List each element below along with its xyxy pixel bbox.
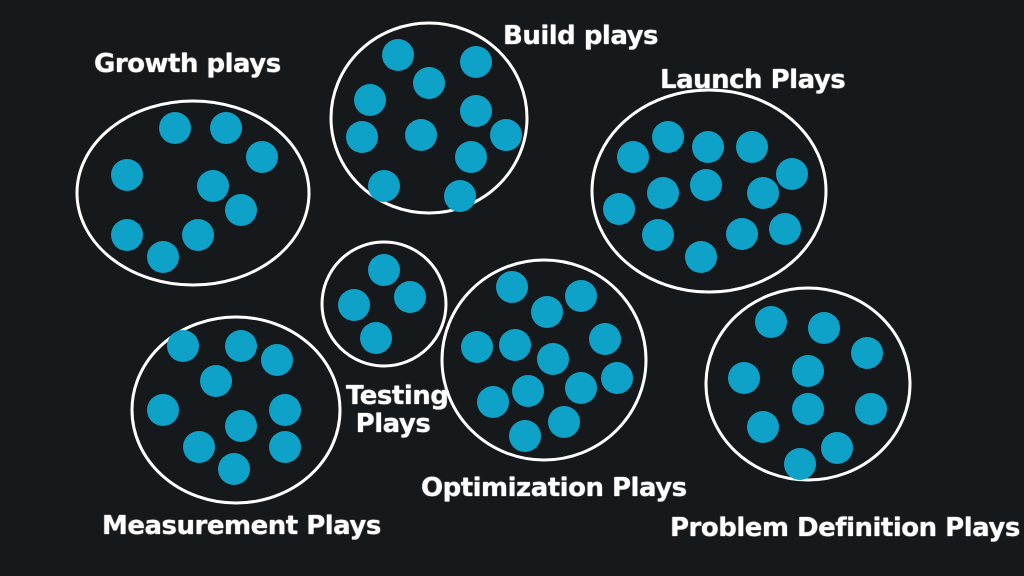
play-dot-measurement-9: [269, 431, 301, 463]
play-dot-problem-9: [821, 432, 853, 464]
play-dot-problem-2: [808, 312, 840, 344]
cluster-ring-growth: [75, 99, 311, 287]
play-dot-measurement-6: [269, 394, 301, 426]
play-dot-measurement-2: [225, 330, 257, 362]
label-measurement-plays: Measurement Plays: [102, 511, 381, 541]
play-dot-problem-7: [792, 393, 824, 425]
cluster-ring-problem: [704, 286, 912, 482]
label-growth-plays: Growth plays: [94, 49, 281, 79]
play-dot-launch-13: [685, 241, 717, 273]
play-dot-build-9: [455, 141, 487, 173]
play-dot-optimization-8: [601, 362, 633, 394]
play-dot-build-8: [490, 119, 522, 151]
play-dot-problem-8: [747, 411, 779, 443]
play-dot-build-6: [346, 121, 378, 153]
play-dot-launch-12: [642, 219, 674, 251]
play-dot-growth-7: [111, 219, 143, 251]
play-dot-testing-4: [360, 322, 392, 354]
play-dot-optimization-4: [461, 331, 493, 363]
play-dot-growth-6: [225, 194, 257, 226]
play-dot-launch-1: [652, 121, 684, 153]
play-dot-measurement-1: [167, 330, 199, 362]
play-dot-problem-4: [728, 362, 760, 394]
play-dot-optimization-7: [537, 343, 569, 375]
play-dot-launch-9: [603, 193, 635, 225]
label-testing-line-1: Testing: [346, 381, 449, 411]
play-dot-problem-6: [855, 393, 887, 425]
play-dot-testing-3: [394, 281, 426, 313]
play-dot-optimization-12: [548, 406, 580, 438]
play-dot-problem-10: [784, 448, 816, 480]
play-dot-build-5: [460, 95, 492, 127]
play-dot-measurement-4: [200, 365, 232, 397]
play-dot-growth-3: [246, 141, 278, 173]
play-dot-optimization-11: [477, 386, 509, 418]
label-testing-plays: Testing Plays: [346, 381, 449, 439]
play-dot-measurement-7: [225, 410, 257, 442]
play-dot-problem-1: [755, 306, 787, 338]
play-dot-growth-5: [197, 170, 229, 202]
play-dot-problem-5: [792, 355, 824, 387]
play-dot-growth-8: [182, 219, 214, 251]
play-dot-launch-4: [617, 141, 649, 173]
cluster-ring-optimization: [440, 258, 648, 462]
play-dot-launch-7: [690, 169, 722, 201]
play-dot-measurement-10: [218, 453, 250, 485]
label-build-plays: Build plays: [503, 21, 659, 51]
play-dot-build-7: [405, 119, 437, 151]
play-dot-build-2: [460, 46, 492, 78]
play-dot-launch-10: [726, 218, 758, 250]
play-dot-optimization-2: [565, 280, 597, 312]
play-dot-growth-9: [147, 241, 179, 273]
play-dot-optimization-10: [565, 372, 597, 404]
play-dot-measurement-8: [183, 431, 215, 463]
play-dot-optimization-9: [512, 375, 544, 407]
cluster-ring-build: [329, 21, 529, 215]
play-dot-growth-1: [159, 112, 191, 144]
play-dot-optimization-3: [531, 296, 563, 328]
label-problem-definition-plays: Problem Definition Plays: [670, 513, 1020, 543]
play-dot-build-3: [413, 67, 445, 99]
cluster-ring-measurement: [130, 315, 342, 505]
play-dot-build-11: [444, 180, 476, 212]
play-dot-optimization-6: [589, 323, 621, 355]
play-dot-optimization-13: [509, 420, 541, 452]
label-optimization-plays: Optimization Plays: [421, 473, 687, 503]
play-dot-launch-3: [736, 131, 768, 163]
play-dot-measurement-3: [261, 344, 293, 376]
play-dot-optimization-1: [496, 271, 528, 303]
play-dot-launch-5: [776, 158, 808, 190]
label-testing-line-2: Plays: [355, 409, 431, 439]
cluster-ring-launch: [590, 88, 828, 294]
label-launch-plays: Launch Plays: [660, 65, 846, 95]
play-dot-launch-11: [769, 213, 801, 245]
cluster-ring-testing: [320, 240, 448, 368]
play-dot-launch-8: [747, 177, 779, 209]
play-dot-launch-6: [647, 177, 679, 209]
play-dot-build-10: [368, 170, 400, 202]
play-dot-testing-2: [338, 289, 370, 321]
play-dot-launch-2: [692, 131, 724, 163]
play-dot-testing-1: [368, 254, 400, 286]
play-dot-growth-4: [111, 159, 143, 191]
play-dot-growth-2: [210, 112, 242, 144]
play-dot-problem-3: [851, 337, 883, 369]
play-dot-measurement-5: [147, 394, 179, 426]
play-dot-build-1: [382, 39, 414, 71]
play-dot-build-4: [354, 84, 386, 116]
play-dot-optimization-5: [499, 329, 531, 361]
